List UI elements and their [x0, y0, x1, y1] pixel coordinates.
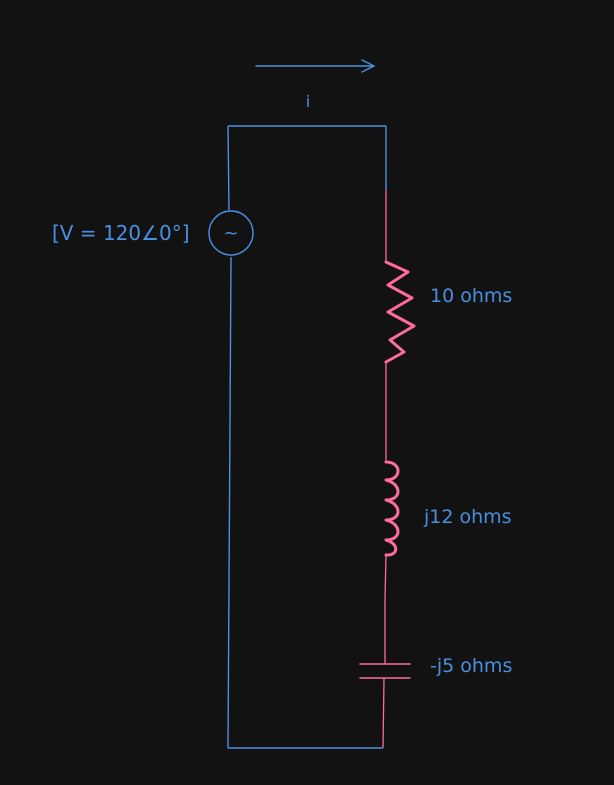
current-arrow [255, 59, 375, 73]
ac-source: ~ [208, 210, 254, 256]
wire-inductor-to-capacitor-a [384, 554, 387, 601]
wires [227, 125, 387, 749]
capacitor-label: -j5 ohms [430, 655, 512, 677]
source-label: [V = 120∠0°] [52, 221, 190, 245]
current-label: i [306, 92, 310, 111]
ac-source-circle [208, 210, 254, 256]
inductor [384, 460, 400, 557]
resistor [384, 260, 416, 364]
wire-capacitor-to-bottom [382, 677, 385, 749]
capacitor [359, 663, 411, 679]
resistor-label: 10 ohms [430, 285, 512, 307]
branch-wires [382, 190, 387, 749]
inductor-label: j12 ohms [423, 506, 512, 528]
wire-left-upper [227, 125, 230, 211]
wire-left-lower [227, 256, 232, 749]
ac-symbol: ~ [223, 223, 238, 244]
